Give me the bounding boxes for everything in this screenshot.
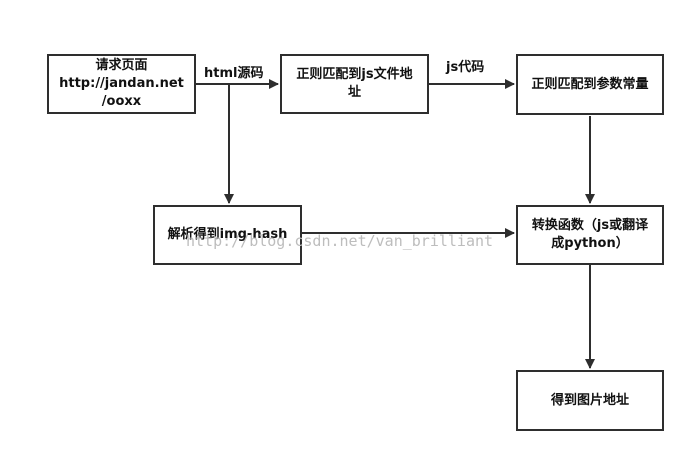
node-image-url: 得到图片地址 [516, 370, 664, 431]
node-request-page-line-1: 请求页面 [95, 58, 148, 73]
edge-label-js-code: js代码 [446, 60, 485, 75]
node-request-page: 请求页面 http://jandan.net /ooxx [47, 54, 196, 114]
node-convert-func-line-1: 转换函数（js或翻译 [531, 218, 649, 233]
node-convert-func: 转换函数（js或翻译 成python） [516, 205, 664, 265]
node-regex-js: 正则匹配到js文件地 址 [280, 54, 429, 114]
node-request-page-line-2: http://jandan.net [59, 76, 184, 91]
edge-label-html-source: html源码 [204, 66, 264, 81]
node-image-url-line-1: 得到图片地址 [550, 392, 629, 408]
node-regex-const-line-1: 正则匹配到参数常量 [531, 76, 649, 92]
node-regex-const: 正则匹配到参数常量 [516, 54, 664, 115]
node-parse-hash: 解析得到img-hash [153, 205, 302, 265]
node-request-page-line-3: /ooxx [101, 94, 142, 109]
node-regex-js-line-1: 正则匹配到js文件地 [296, 67, 413, 82]
node-parse-hash-line-1: 解析得到img-hash [167, 227, 288, 242]
node-regex-js-line-2: 址 [347, 85, 361, 100]
node-convert-func-line-2: 成python） [551, 236, 629, 251]
